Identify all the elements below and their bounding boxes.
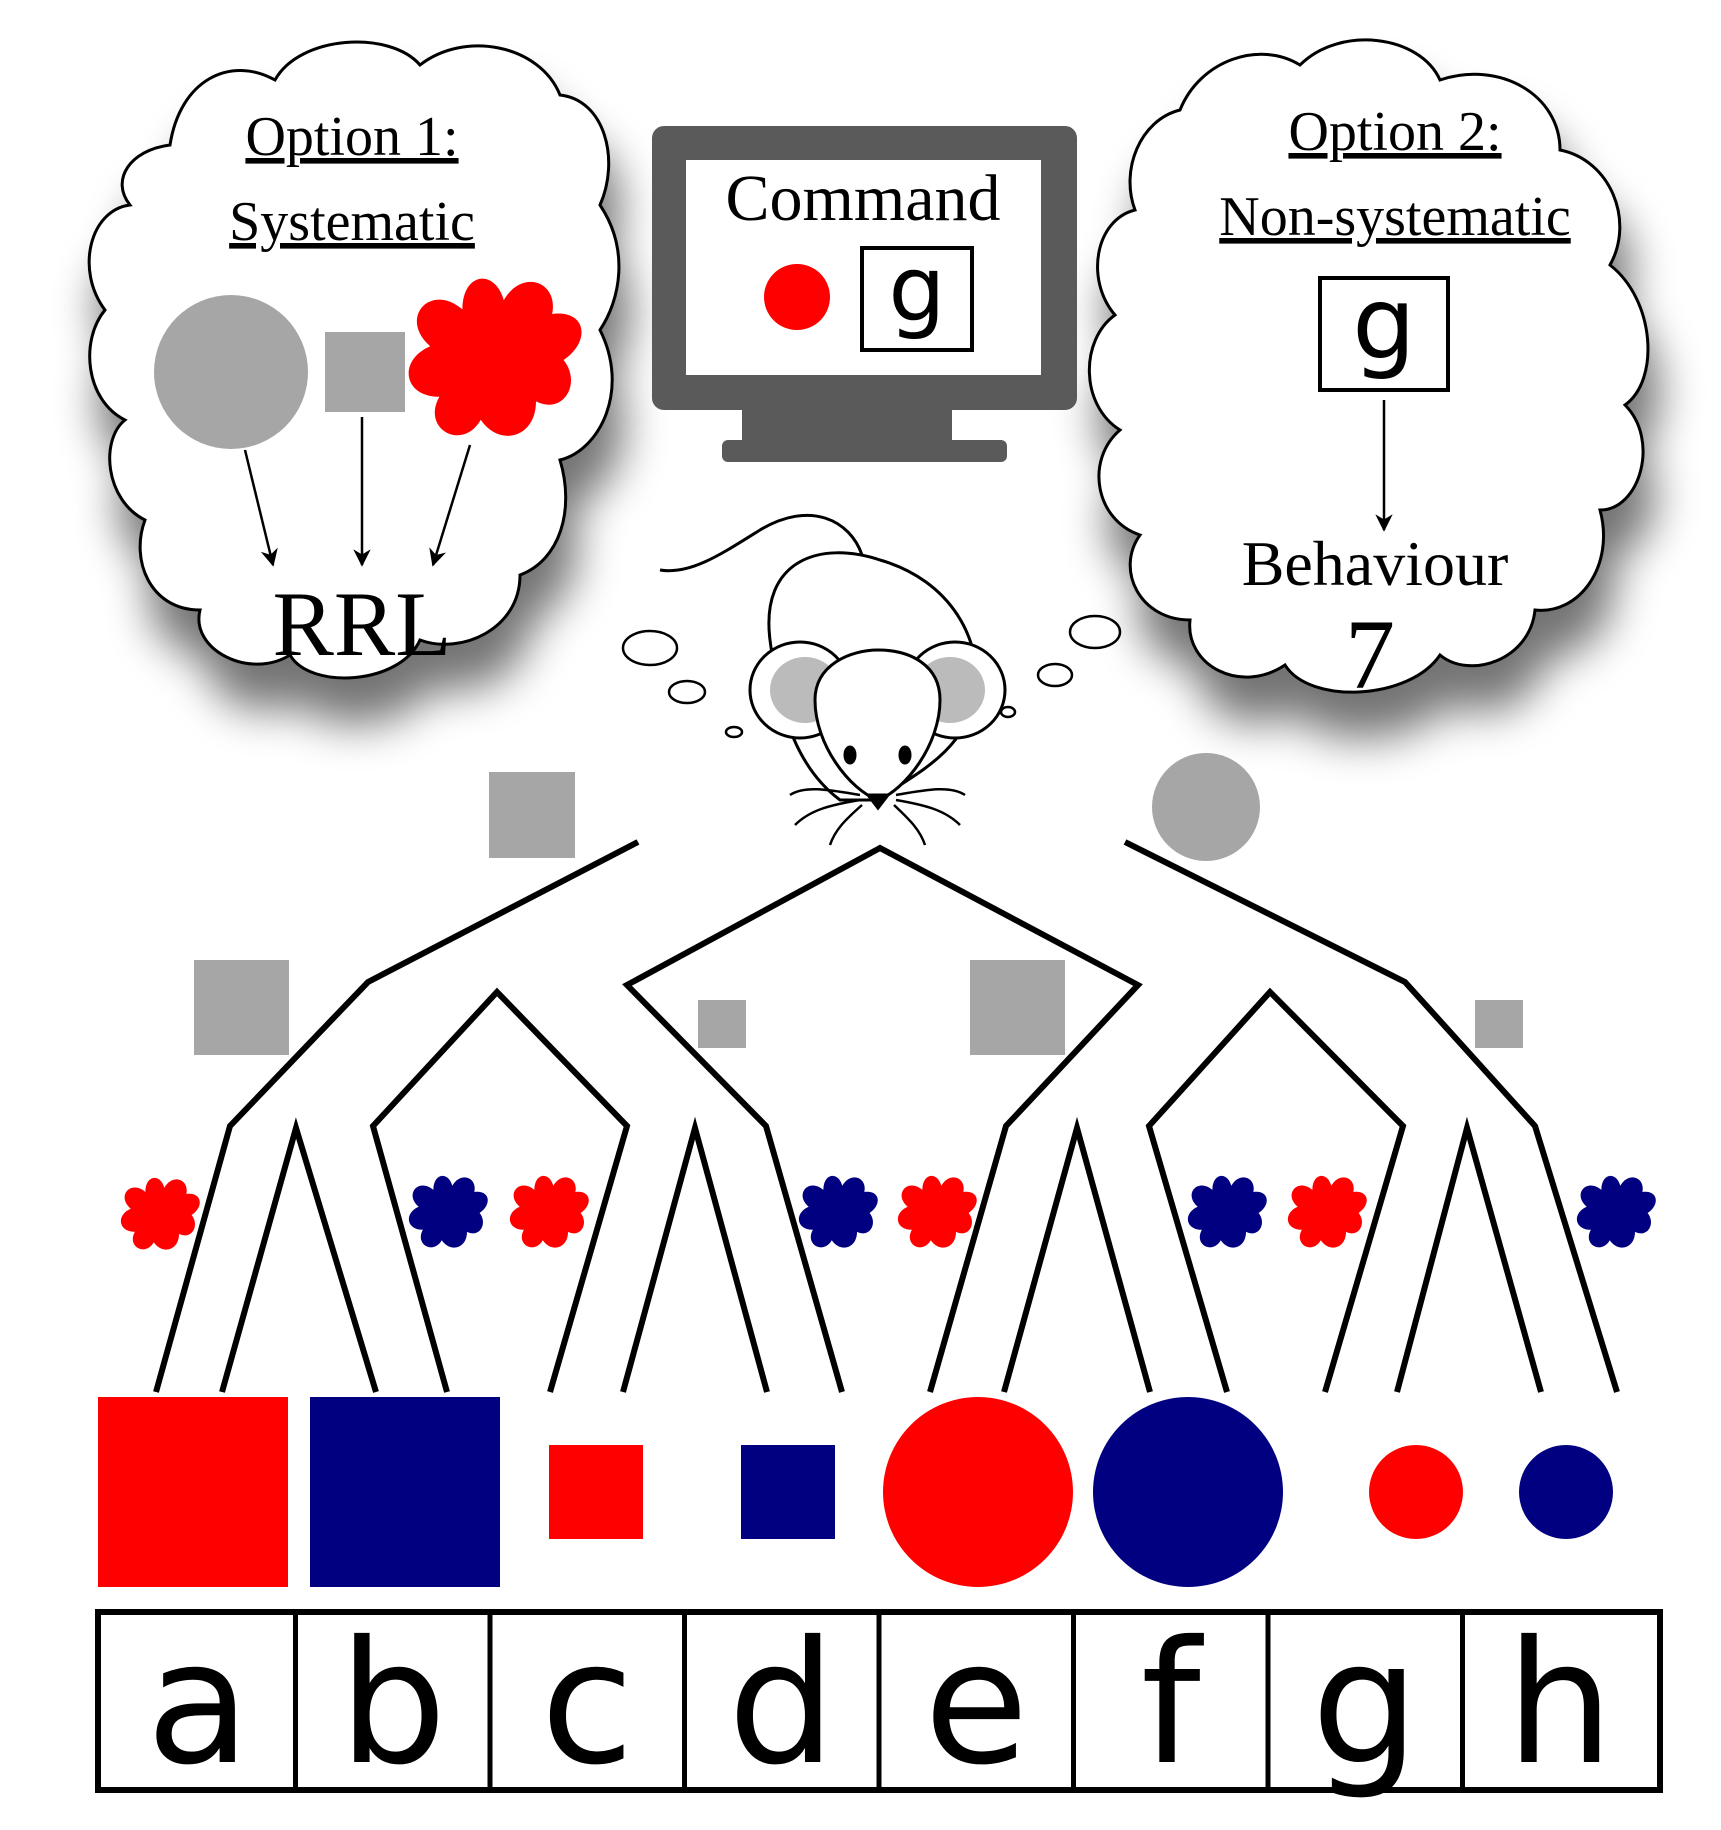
cue-circle-large-top — [1152, 753, 1260, 861]
outcome-shapes — [98, 1397, 1613, 1587]
red-splat-icon — [120, 1177, 200, 1250]
maze-wall-outer-left — [153, 839, 640, 1393]
gray-square — [325, 332, 405, 412]
maze-wall-center — [622, 844, 1143, 1393]
maze-wall-left-mid — [369, 987, 631, 1393]
cue-square-large-top — [489, 772, 575, 858]
maze-wall-lc-inner — [620, 1116, 770, 1393]
mouse-eye-right — [898, 745, 912, 765]
mouse-eye-left — [843, 745, 857, 765]
maze-wall-right-mid — [1145, 987, 1407, 1393]
option2-symbol-box — [1318, 276, 1450, 392]
letter-cell-c: c — [541, 1605, 634, 1803]
mouse-nose — [864, 793, 892, 811]
monitor-symbol: g — [888, 237, 945, 342]
red-splat-icon — [1287, 1175, 1367, 1248]
cue-square-small-left — [698, 1000, 746, 1048]
option1-result: RRL — [273, 573, 452, 675]
blue-splat-icon — [408, 1175, 488, 1248]
outcome-square-c — [549, 1445, 643, 1539]
outcome-square-b — [310, 1397, 500, 1587]
maze-wall-right-inner — [1394, 1116, 1544, 1393]
command-monitor: Command g — [652, 126, 1077, 462]
letter-cell-g: g — [1311, 1605, 1419, 1803]
outcome-circle-h — [1519, 1445, 1613, 1539]
letter-cell-d: d — [728, 1605, 836, 1803]
blue-splat-icon — [1576, 1175, 1656, 1248]
monitor-stand — [722, 440, 1007, 462]
outcome-circle-g — [1369, 1445, 1463, 1539]
outcome-circle-f — [1093, 1397, 1283, 1587]
option2-cloud: Option 2: Non-systematic g Behaviour 7 — [1087, 38, 1650, 710]
mouse-icon — [659, 513, 1007, 846]
maze-wall-left-inner — [219, 1117, 379, 1393]
letter-cell-a: a — [146, 1605, 250, 1803]
outcome-square-a — [98, 1397, 288, 1587]
outcome-circle-e — [883, 1397, 1073, 1587]
gray-large-circle — [154, 295, 308, 449]
blue-splat-icon — [798, 1175, 878, 1248]
cue-square-small-right — [1475, 1000, 1523, 1048]
cue-square-large-left — [194, 960, 289, 1055]
monitor-symbol-box — [860, 246, 974, 352]
option2-heading: Option 2: — [1288, 101, 1501, 163]
arrow-circle-to-result — [243, 449, 278, 567]
letter-cell-h: h — [1506, 1605, 1614, 1803]
letter-cell-e: e — [924, 1605, 1029, 1803]
monitor-title: Command — [726, 162, 1001, 235]
letter-cell-f: f — [1141, 1605, 1205, 1803]
letter-cell-b: b — [339, 1605, 447, 1803]
thought-bubbles — [621, 614, 1122, 739]
mouse-whiskers — [789, 787, 966, 846]
maze-wall-outer-right — [1123, 839, 1620, 1393]
maze-splats — [120, 1175, 1656, 1250]
blue-splat-icon — [1187, 1175, 1267, 1248]
option2-subheading: Non-systematic — [1219, 186, 1570, 248]
option1-heading: Option 1: — [245, 106, 458, 168]
mouse-tail — [659, 513, 864, 573]
option2-outcome-value: 7 — [1345, 599, 1395, 710]
maze-wall-rc-inner — [1001, 1116, 1153, 1393]
red-splat-icon — [509, 1175, 589, 1248]
option2-outcome-label: Behaviour — [1242, 528, 1509, 599]
option2-symbol: g — [1352, 265, 1415, 382]
option1-subheading: Systematic — [229, 191, 475, 253]
monitor-neck — [742, 405, 952, 445]
red-dot — [764, 264, 830, 330]
maze — [153, 839, 1620, 1393]
arrow-splat-to-result — [429, 444, 472, 567]
cue-square-large-right — [970, 960, 1065, 1055]
maze-cues — [194, 753, 1523, 1055]
outcome-square-d — [741, 1445, 835, 1539]
red-splat-icon — [897, 1175, 977, 1248]
option1-cloud: Option 1: Systematic RRL — [87, 40, 621, 680]
